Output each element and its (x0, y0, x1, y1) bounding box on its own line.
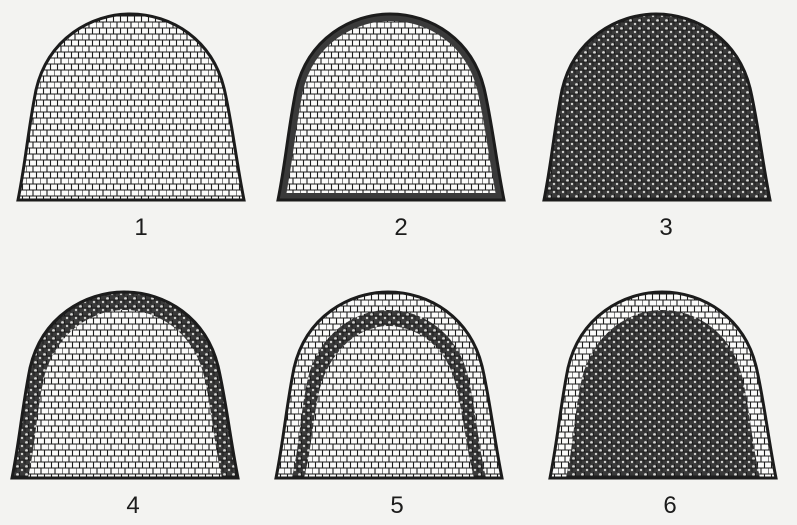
section-3 (544, 14, 770, 200)
panel-label-4: 4 (103, 492, 163, 520)
panel-label-5: 5 (367, 492, 427, 520)
section-5 (276, 292, 502, 478)
panel-label-6: 6 (640, 492, 700, 520)
section-2 (278, 14, 504, 200)
panel-label-1: 1 (111, 214, 171, 242)
section-6 (550, 292, 776, 478)
panel-label-2: 2 (371, 214, 431, 242)
panel-label-3: 3 (636, 214, 696, 242)
section-1 (18, 14, 244, 200)
section-4 (12, 292, 238, 478)
